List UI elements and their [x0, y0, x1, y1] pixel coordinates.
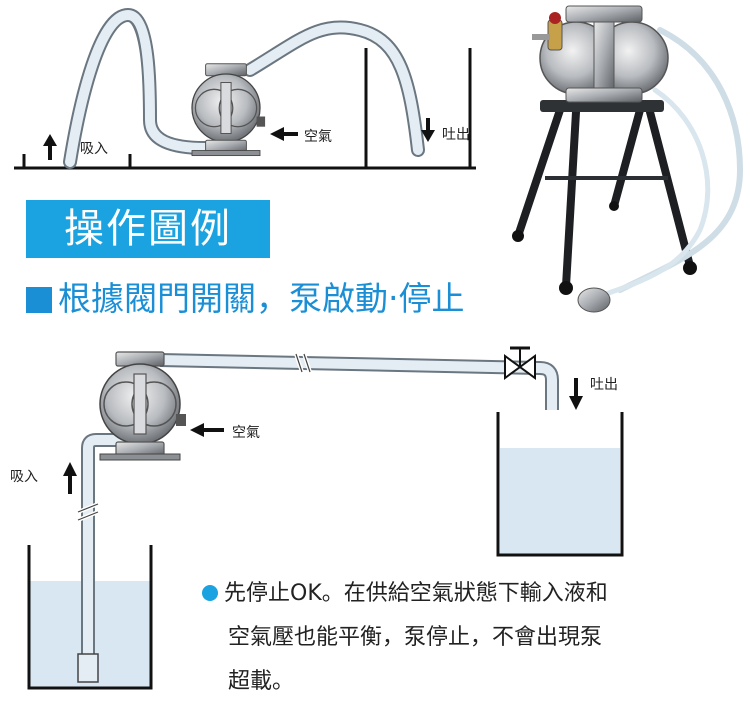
- air-arrow-icon: [270, 127, 298, 141]
- square-bullet-icon: [26, 287, 52, 313]
- note-line-1: 先停止OK。在供給空氣狀態下輸入液和: [224, 581, 608, 606]
- top-diagram: [14, 7, 476, 170]
- section-subtitle: 根據閥門開關，泵啟動‧停止: [26, 276, 465, 322]
- note-line-2: 空氣壓也能平衡，泵停止，不會出現泵: [228, 625, 603, 650]
- subtitle-text: 根據閥門開關，泵啟動‧停止: [58, 279, 465, 318]
- bottom-diagram: [27, 346, 624, 690]
- suction-arrow-icon: [63, 462, 77, 494]
- bottom-air-label: 空氣: [232, 425, 260, 441]
- section-title: 操作圖例: [26, 200, 270, 258]
- foot-strainer: [77, 653, 99, 683]
- destination-tank: [496, 412, 624, 557]
- top-discharge-label: 吐出: [442, 127, 470, 143]
- bottom-discharge-label: 吐出: [590, 377, 618, 393]
- valve-icon: [504, 346, 536, 380]
- suction-arrow-icon: [43, 134, 57, 160]
- pump-stand-illustration: [512, 5, 744, 313]
- top-air-label: 空氣: [304, 129, 332, 145]
- discharge-arrow-icon: [421, 118, 435, 142]
- top-suction-label: 吸入: [80, 141, 108, 157]
- air-arrow-icon: [190, 423, 224, 437]
- operation-note: 先停止OK。在供給空氣狀態下輸入液和 空氣壓也能平衡，泵停止，不會出現泵 超載。: [202, 572, 732, 704]
- note-line-3: 超載。: [228, 669, 295, 694]
- bottom-suction-label: 吸入: [10, 469, 38, 485]
- discharge-arrow-icon: [569, 378, 583, 410]
- bullet-dot-icon: [202, 585, 218, 601]
